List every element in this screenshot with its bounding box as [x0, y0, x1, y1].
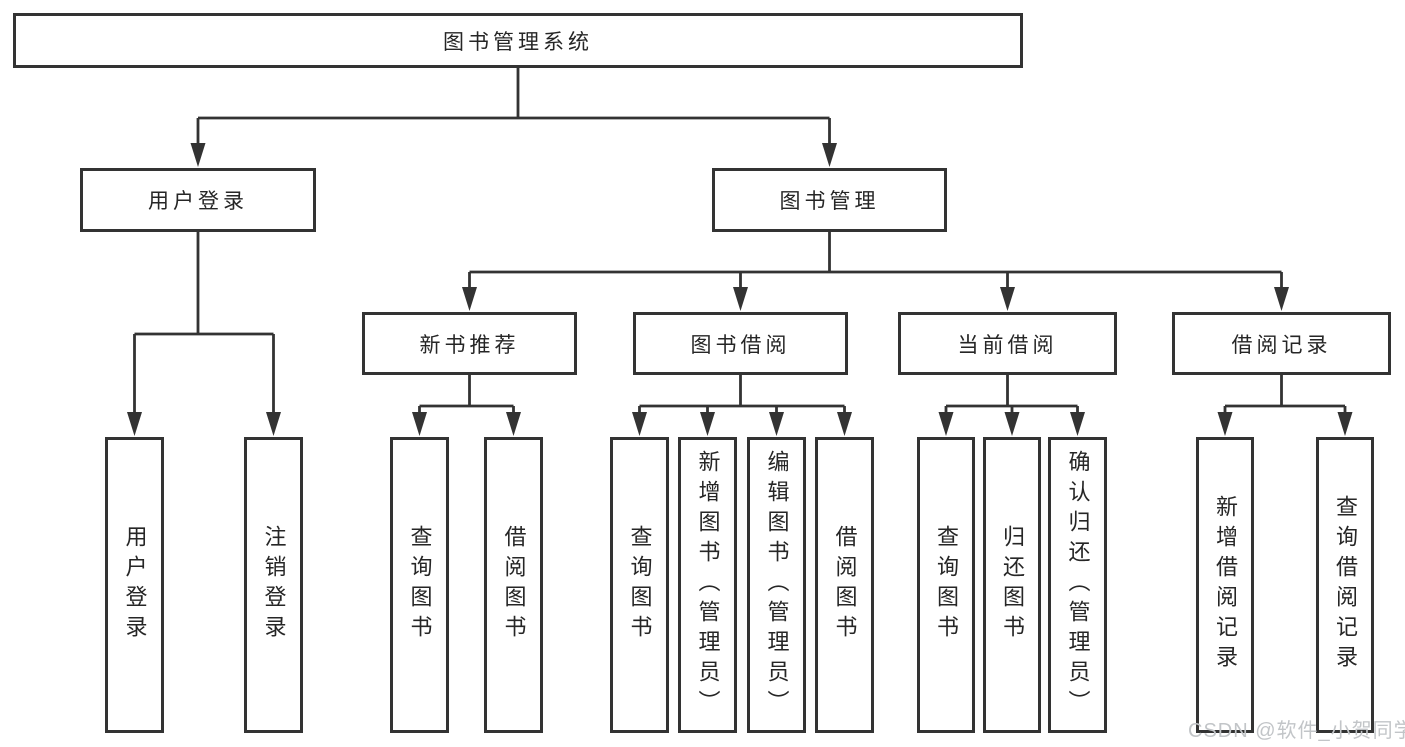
node-label: 注销登录 — [261, 525, 287, 645]
node-label: 借阅图书 — [501, 525, 527, 645]
node-borrowing-records: 借阅记录 — [1172, 312, 1391, 375]
leaf-confirm-return-admin: 确认归还（管理员） — [1048, 437, 1107, 733]
node-label: 查询图书 — [627, 525, 653, 645]
leaf-add-books-admin: 新增图书（管理员） — [678, 437, 737, 733]
leaf-add-borrow-record: 新增借阅记录 — [1196, 437, 1254, 733]
node-current-borrowing: 当前借阅 — [898, 312, 1117, 375]
node-label: 新书推荐 — [419, 333, 520, 357]
node-label: 确认归还（管理员） — [1065, 450, 1091, 720]
node-label: 图书管理系统 — [443, 30, 593, 54]
node-label: 查询图书 — [407, 525, 433, 645]
node-label: 用户登录 — [122, 525, 148, 645]
node-label: 编辑图书（管理员） — [764, 450, 790, 720]
leaf-query-books: 查询图书 — [917, 437, 975, 733]
node-label: 借阅图书 — [832, 525, 858, 645]
node-library-management-system: 图书管理系统 — [13, 13, 1023, 68]
node-label: 归还图书 — [1000, 525, 1025, 645]
leaf-edit-books-admin: 编辑图书（管理员） — [747, 437, 806, 733]
leaf-query-borrow-record: 查询借阅记录 — [1316, 437, 1374, 733]
node-label: 查询图书 — [934, 525, 959, 645]
leaf-borrow-books: 借阅图书 — [484, 437, 543, 733]
node-label: 当前借阅 — [957, 333, 1058, 357]
node-label: 借阅记录 — [1231, 333, 1332, 357]
csdn-watermark: CSDN @软件_小贺同学 — [1188, 720, 1405, 742]
node-label: 用户登录 — [148, 190, 248, 213]
node-label: 查询借阅记录 — [1333, 495, 1358, 675]
leaf-query-books: 查询图书 — [610, 437, 669, 733]
node-user-login: 用户登录 — [80, 168, 316, 232]
leaf-user-login: 用户登录 — [105, 437, 164, 733]
node-label: 新增借阅记录 — [1213, 495, 1238, 675]
node-label: 新增图书（管理员） — [695, 450, 721, 720]
node-label: 图书借阅 — [690, 333, 791, 357]
leaf-logout-login: 注销登录 — [244, 437, 303, 733]
node-book-borrowing: 图书借阅 — [633, 312, 848, 375]
node-book-management: 图书管理 — [712, 168, 947, 232]
leaf-query-books: 查询图书 — [390, 437, 449, 733]
leaf-borrow-books: 借阅图书 — [815, 437, 874, 733]
leaf-return-books: 归还图书 — [983, 437, 1041, 733]
node-label: 图书管理 — [779, 190, 880, 213]
node-new-book-recommend: 新书推荐 — [362, 312, 577, 375]
